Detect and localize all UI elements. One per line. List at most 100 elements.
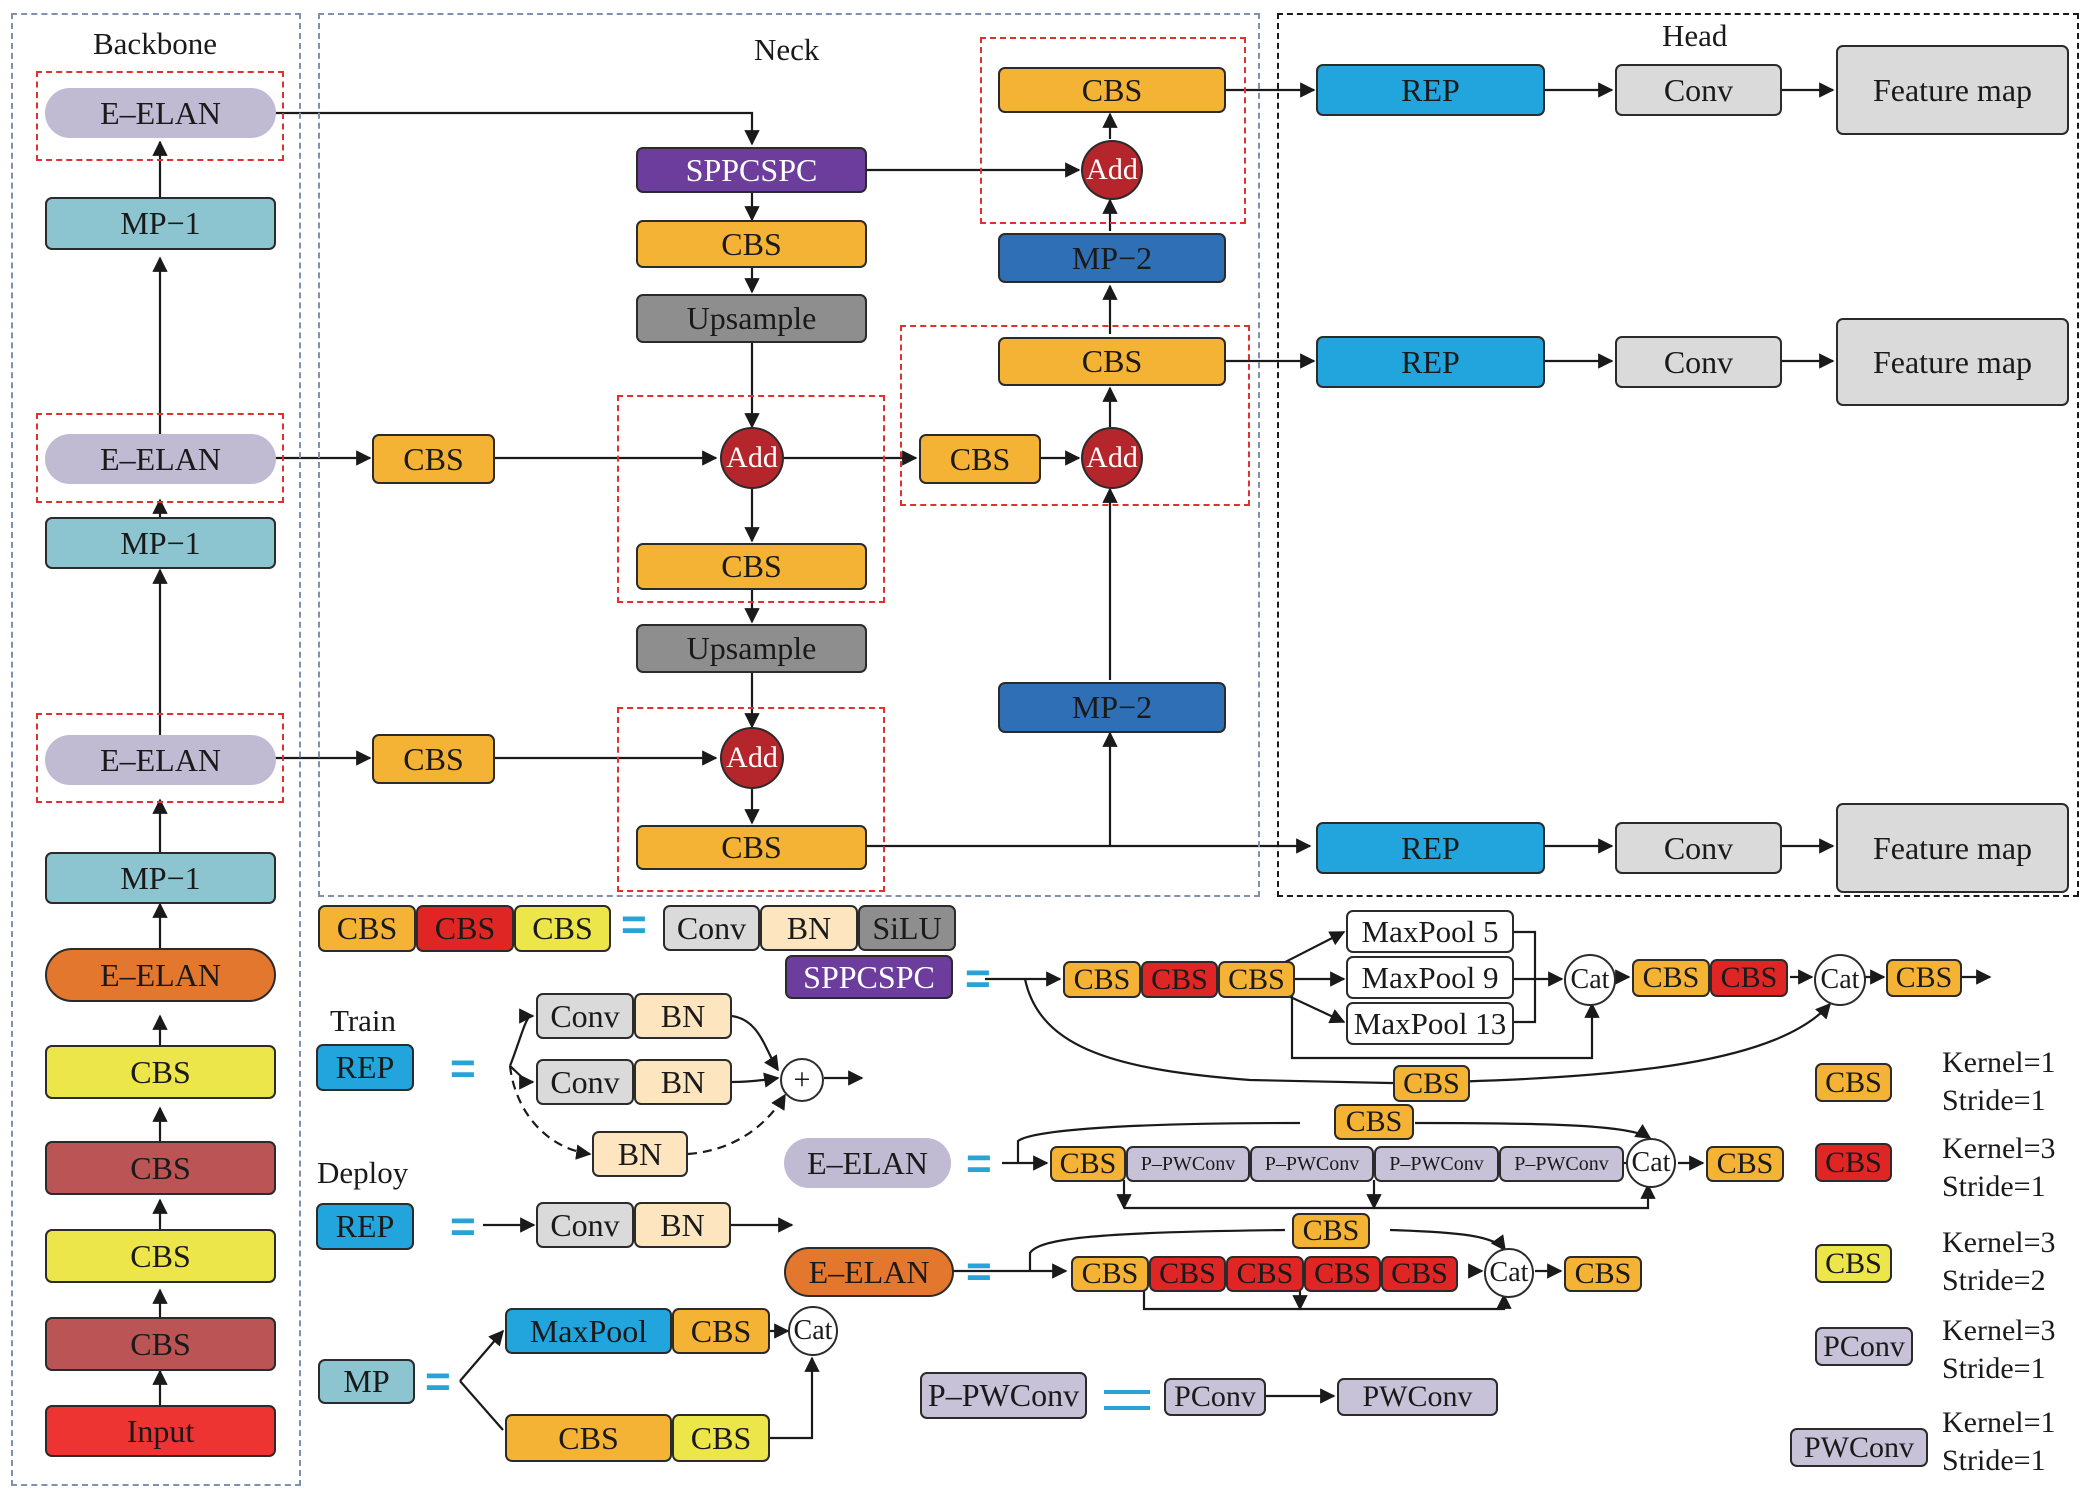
neck-region	[318, 13, 1260, 897]
ppw-pwconv: PWConv	[1337, 1378, 1498, 1416]
mp-maxpool: MaxPool	[505, 1308, 672, 1354]
neck-upsample-1: Upsample	[636, 294, 867, 343]
key-stride-4: Stride=1	[1942, 1352, 2046, 1385]
neck-fuse-region-right	[900, 325, 1250, 506]
spp-cbs-1: CBS	[1063, 961, 1141, 998]
eelan2-cbs-top: CBS	[1292, 1213, 1370, 1249]
key-stride-3: Stride=2	[1942, 1264, 2046, 1297]
neck-add-4: Add	[1081, 140, 1143, 200]
key-swatch-cbs-1: CBS	[1815, 1063, 1892, 1102]
eelan2-cbs-in: CBS	[1071, 1256, 1149, 1292]
eelan-highlight-low	[36, 713, 284, 803]
eelan1-cbs-in: CBS	[1050, 1146, 1126, 1182]
neck-sppcspc: SPPCSPC	[636, 147, 867, 193]
key-swatch-pwconv: PWConv	[1790, 1428, 1928, 1467]
backbone-cbs-4: CBS	[45, 1045, 276, 1099]
backbone-title: Backbone	[93, 26, 217, 61]
backbone-region	[11, 13, 301, 1486]
spp-cbs-6: CBS	[1886, 959, 1962, 997]
head-region	[1277, 13, 2079, 897]
neck-cbs-4: CBS	[919, 434, 1041, 484]
key-swatch-cbs-3: CBS	[1815, 1143, 1892, 1182]
legend-rep-deploy: REP	[316, 1203, 414, 1250]
neck-cbs-6: CBS	[998, 67, 1226, 113]
spp-cbs-2: CBS	[1141, 961, 1218, 998]
key-kernel-2: Kernel=3	[1942, 1132, 2056, 1165]
head-rep-3: REP	[1316, 822, 1545, 874]
key-stride-2: Stride=1	[1942, 1170, 2046, 1203]
key-kernel-3: Kernel=3	[1942, 1226, 2056, 1259]
eelan1-ppwconv-3: P–PWConv	[1374, 1146, 1499, 1182]
head-feature-map-3: Feature map	[1836, 803, 2069, 893]
head-rep-1: REP	[1316, 64, 1545, 116]
neck-add-2: Add	[720, 727, 784, 789]
eelan2-cbs-out: CBS	[1564, 1256, 1642, 1292]
legend-cbs-orange: CBS	[318, 905, 416, 952]
rep-train-conv-1: Conv	[536, 993, 634, 1039]
neck-cbs-2: CBS	[636, 543, 867, 590]
legend-eelan-orange: E–ELAN	[784, 1247, 954, 1297]
legend-ppwconv: P–PWConv	[920, 1372, 1087, 1419]
rep-train-label: Train	[330, 1003, 397, 1038]
head-feature-map-2: Feature map	[1836, 318, 2069, 406]
equals-sign-rep-train: =	[450, 1044, 476, 1093]
rep-train-conv-2: Conv	[536, 1059, 634, 1105]
spp-cbs-3: CBS	[1218, 961, 1295, 998]
backbone-eelan-1: E–ELAN	[45, 88, 276, 138]
neck-mp2-2: MP−2	[998, 682, 1226, 733]
eelan2-cat: Cat	[1484, 1248, 1534, 1298]
rep-deploy-label: Deploy	[317, 1155, 409, 1190]
key-kernel-1: Kernel=1	[1942, 1046, 2056, 1079]
key-kernel-4: Kernel=3	[1942, 1314, 2056, 1347]
eelan2-cbs-red-3: CBS	[1304, 1256, 1381, 1292]
legend-cbs-yellow: CBS	[514, 905, 611, 952]
eelan-highlight-top	[36, 71, 284, 161]
maxpool-5-block: MaxPool 5	[1346, 910, 1514, 953]
equals-sign-cbs: =	[621, 900, 647, 949]
mp-cat: Cat	[788, 1306, 838, 1356]
rep-train-bn-2: BN	[634, 1059, 732, 1105]
eelan1-cbs-top: CBS	[1334, 1104, 1414, 1140]
eelan1-ppwconv-1: P–PWConv	[1126, 1146, 1250, 1182]
double-equals-sign	[1104, 1390, 1150, 1410]
head-title: Head	[1662, 18, 1728, 53]
spp-cbs-4: CBS	[1632, 959, 1710, 997]
rep-deploy-conv: Conv	[536, 1202, 634, 1248]
neck-fuse-region-top	[980, 37, 1246, 224]
neck-cbs-5: CBS	[998, 337, 1226, 386]
eelan2-cbs-red-2: CBS	[1226, 1256, 1304, 1292]
eelan-highlight-mid	[36, 413, 284, 503]
eelan2-cbs-red-1: CBS	[1149, 1256, 1226, 1292]
backbone-cbs-1: CBS	[45, 1317, 276, 1371]
key-swatch-cbs-yellow: CBS	[1815, 1244, 1892, 1283]
neck-fuse-region-mid	[617, 395, 885, 603]
neck-mp2-1: MP−2	[998, 233, 1226, 283]
backbone-eelan-3: E–ELAN	[45, 735, 276, 785]
equals-sign-mp: =	[425, 1357, 451, 1406]
legend-sppcspc: SPPCSPC	[785, 955, 953, 999]
eelan2-cbs-red-4: CBS	[1381, 1256, 1458, 1292]
spp-cat-1: Cat	[1564, 954, 1616, 1006]
neck-add-3: Add	[1081, 427, 1143, 489]
legend-conv: Conv	[663, 905, 760, 951]
neck-cbs-lateral-1: CBS	[372, 434, 495, 484]
input-block: Input	[45, 1405, 276, 1457]
neck-cbs-lateral-2: CBS	[372, 734, 495, 784]
head-rep-2: REP	[1316, 336, 1545, 388]
spp-cbs-5: CBS	[1710, 959, 1788, 997]
key-kernel-5: Kernel=1	[1942, 1406, 2056, 1439]
eelan1-ppwconv-2: P–PWConv	[1250, 1146, 1374, 1182]
rep-train-bn-1: BN	[634, 993, 732, 1039]
head-conv-3: Conv	[1615, 822, 1782, 874]
mp-cbs-top: CBS	[672, 1308, 770, 1354]
neck-cbs-1: CBS	[636, 220, 867, 268]
mp-cbs-bottom-1: CBS	[505, 1414, 672, 1462]
backbone-eelan-2: E–ELAN	[45, 434, 276, 484]
key-stride-5: Stride=1	[1942, 1444, 2046, 1477]
ppw-pconv: PConv	[1164, 1378, 1266, 1416]
head-conv-2: Conv	[1615, 336, 1782, 388]
spp-cbs-bottom: CBS	[1393, 1065, 1470, 1102]
legend-silu: SiLU	[858, 905, 956, 951]
